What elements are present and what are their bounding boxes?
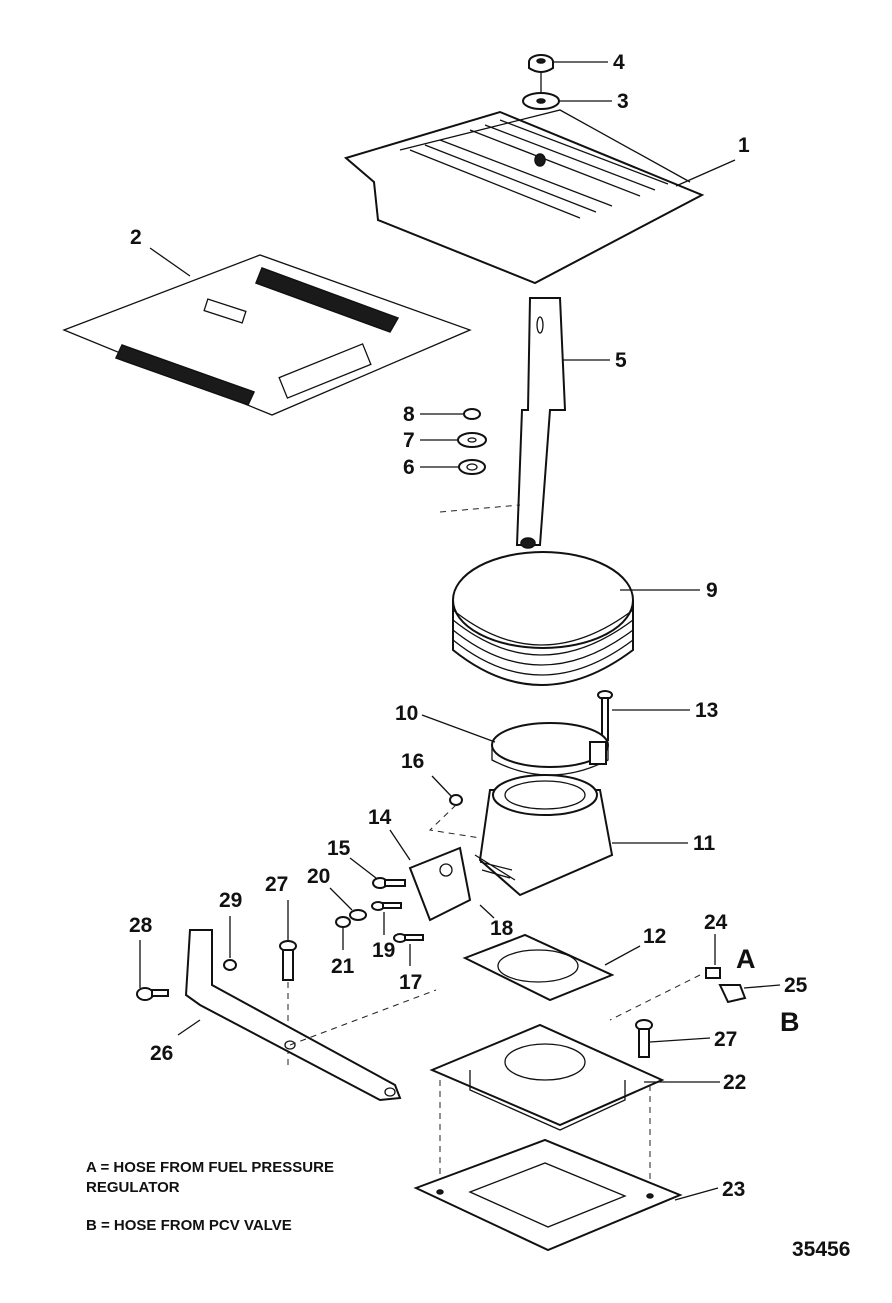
part-26-bracket: [184, 929, 402, 1102]
part-3-washer: [522, 92, 560, 110]
part-9-flame-arrestor: [452, 551, 634, 686]
callout-11: 11: [693, 832, 716, 855]
legend-hose-b: B = HOSE FROM PCV VALVE: [86, 1217, 292, 1234]
callout-18: 18: [490, 917, 514, 940]
callout-17: 17: [399, 971, 422, 994]
part-7-washer: [457, 432, 487, 448]
callout-20: 20: [307, 865, 330, 888]
part-8-nut: [463, 408, 481, 420]
callout-10: 10: [395, 702, 418, 725]
callout-16: 16: [401, 750, 424, 773]
part-17-screw: [393, 933, 424, 943]
callout-27-right: 27: [714, 1028, 737, 1051]
part-21-nut: [335, 916, 351, 928]
hose-letter-b: B: [780, 1007, 800, 1037]
callout-4: 4: [613, 51, 625, 74]
callout-22: 22: [723, 1071, 746, 1094]
part-6-lock-washer: [458, 459, 486, 475]
callout-21: 21: [331, 955, 355, 978]
part-20-washer: [349, 909, 367, 921]
hose-letter-a: A: [736, 944, 756, 974]
part-18-spring: [474, 854, 516, 881]
callout-15: 15: [327, 837, 351, 860]
part-1-engine-cover: [343, 109, 705, 285]
part-27-bolt-left: [279, 940, 297, 981]
part-28-screw: [136, 987, 169, 1001]
legend-hose-a: A = HOSE FROM FUEL PRESSURE REGULATOR: [86, 1159, 334, 1196]
callout-3: 3: [617, 90, 629, 113]
callout-numbers: 4 3 1 2 5 8 7 6 9 10 13 16 11 14 15 20 2…: [129, 51, 808, 1201]
part-14-lever: [408, 846, 472, 922]
callout-14: 14: [368, 806, 392, 829]
callout-12: 12: [643, 925, 666, 948]
callout-8: 8: [403, 403, 415, 426]
callout-6: 6: [403, 456, 415, 479]
callout-1: 1: [738, 134, 750, 157]
part-19-screw: [371, 901, 402, 911]
callout-24: 24: [704, 911, 728, 934]
callout-2: 2: [130, 226, 142, 249]
callout-29: 29: [219, 889, 242, 912]
part-15-screw: [372, 877, 406, 889]
part-24-fitting: [705, 967, 721, 979]
part-27-bolt-right: [635, 1019, 653, 1058]
callout-28: 28: [129, 914, 153, 937]
callout-19: 19: [372, 939, 395, 962]
part-22-adapter: [429, 1023, 665, 1131]
callout-9: 9: [706, 579, 718, 602]
part-12-gasket: [462, 933, 615, 1002]
part-4-nut: [528, 54, 554, 73]
part-29-nut: [223, 959, 237, 971]
leader-lines: [139, 61, 781, 1201]
callout-7: 7: [403, 429, 415, 452]
part-10-clamp: [491, 722, 609, 776]
part-25-tee-fitting: [718, 984, 747, 1004]
part-23-base-gasket: [413, 1138, 683, 1252]
callout-5: 5: [615, 349, 627, 372]
part-11-throttle-body: [478, 774, 614, 897]
callout-25: 25: [784, 974, 808, 997]
callout-13: 13: [695, 699, 718, 722]
part-2-decal-sheet: [62, 254, 472, 416]
part-5-bracket: [515, 297, 567, 549]
callout-26: 26: [150, 1042, 173, 1065]
callout-27-left: 27: [265, 873, 288, 896]
figure-id: 35456: [792, 1238, 851, 1261]
callout-23: 23: [722, 1178, 745, 1201]
